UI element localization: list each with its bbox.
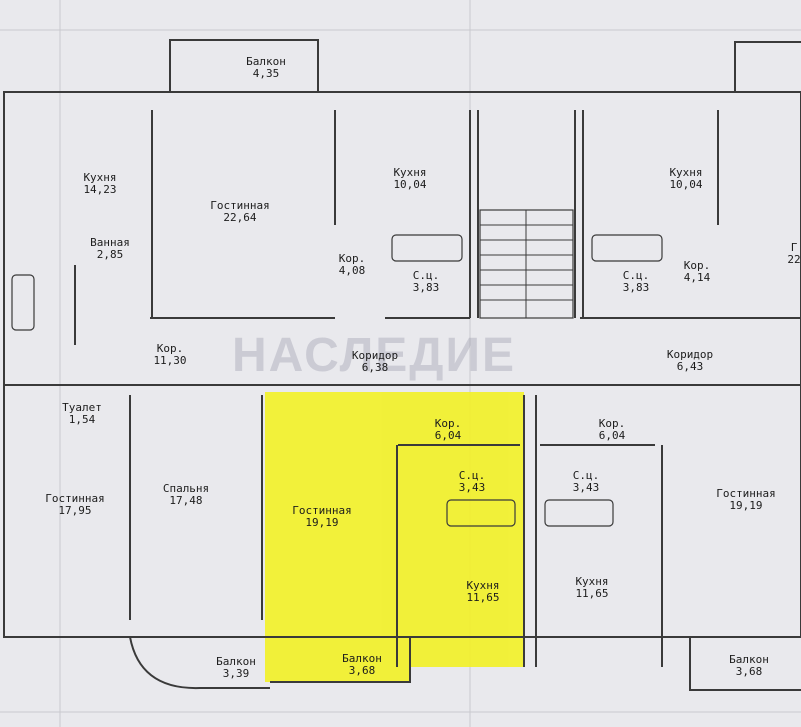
room-label: С.ц.3,43 — [458, 469, 486, 494]
room-label: С.ц.3,43 — [572, 469, 600, 494]
walls — [3, 39, 801, 691]
room-label: Кор.4,08 — [338, 252, 366, 277]
highlighted-apartment[interactable] — [265, 392, 524, 682]
room-label: Кор.11,30 — [153, 342, 187, 367]
room-label: Кор.4,14 — [683, 259, 711, 284]
room-label: С.ц.3,83 — [412, 269, 440, 294]
room-label: Кор.6,04 — [598, 417, 626, 442]
watermark: НАСЛЕДИЕ — [232, 329, 517, 382]
stair-steps — [480, 210, 573, 318]
room-label: С.ц.3,83 — [622, 269, 650, 294]
bathtubs — [11, 234, 663, 527]
room-label: Кор.6,04 — [434, 417, 462, 442]
